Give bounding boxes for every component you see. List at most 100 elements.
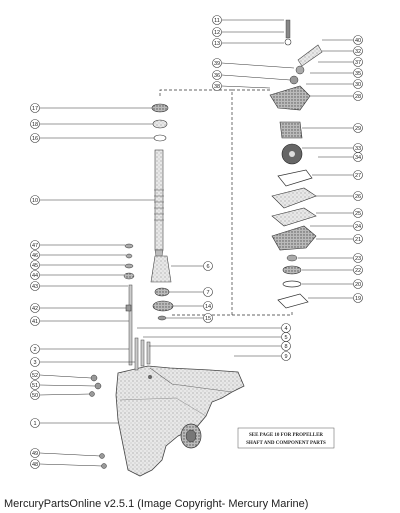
svg-text:24: 24	[355, 224, 361, 230]
svg-text:27: 27	[355, 173, 361, 179]
callout-15[interactable]: 15	[166, 313, 213, 323]
callout-23[interactable]: 23	[298, 253, 363, 263]
svg-text:10: 10	[32, 198, 38, 204]
callout-22[interactable]: 22	[302, 265, 363, 275]
callout-37[interactable]: 37	[318, 57, 363, 67]
svg-text:14: 14	[205, 304, 211, 310]
callout-36[interactable]: 36	[212, 70, 291, 81]
svg-text:6: 6	[206, 264, 209, 270]
svg-text:19: 19	[355, 296, 361, 302]
callout-2[interactable]: 2	[30, 344, 130, 354]
svg-text:44: 44	[32, 273, 38, 279]
svg-text:49: 49	[32, 451, 38, 457]
callout-46[interactable]: 46	[30, 250, 127, 260]
drive-shaft	[154, 149, 164, 263]
insert-29	[279, 121, 303, 139]
callout-47[interactable]: 47	[30, 240, 126, 250]
svg-text:52: 52	[32, 373, 38, 379]
callout-27[interactable]: 27	[312, 170, 363, 180]
svg-text:45: 45	[32, 263, 38, 269]
callout-18[interactable]: 18	[30, 119, 154, 129]
svg-text:18: 18	[32, 122, 38, 128]
note-line-1: SEE PAGE 10 FOR PROPELLER	[249, 433, 323, 438]
svg-text:46: 46	[32, 253, 38, 259]
callout-44[interactable]: 44	[30, 270, 125, 280]
callout-21[interactable]: 21	[316, 234, 363, 244]
svg-text:26: 26	[355, 194, 361, 200]
washer-16	[153, 134, 167, 142]
svg-text:16: 16	[32, 136, 38, 142]
callout-14[interactable]: 14	[173, 301, 213, 311]
svg-text:29: 29	[355, 126, 361, 132]
callout-34[interactable]: 34	[318, 152, 363, 162]
plugs-48-52	[89, 374, 107, 469]
small-hardware-42-47	[123, 243, 135, 312]
svg-text:43: 43	[32, 284, 38, 290]
svg-text:34: 34	[355, 155, 361, 161]
svg-text:48: 48	[32, 462, 38, 468]
callout-33[interactable]: 33	[302, 143, 363, 153]
callout-25[interactable]: 25	[316, 208, 363, 218]
callout-8[interactable]: 8	[149, 341, 291, 351]
callout-11[interactable]: 11	[212, 15, 285, 25]
svg-text:39: 39	[214, 61, 220, 67]
callout-19[interactable]: 19	[308, 293, 363, 303]
svg-text:4: 4	[284, 326, 287, 332]
callout-52[interactable]: 52	[30, 370, 92, 380]
gasket-27	[277, 169, 313, 187]
nut-15	[157, 315, 167, 321]
callout-9[interactable]: 9	[234, 351, 291, 361]
pump-base-21	[271, 225, 317, 251]
svg-text:50: 50	[32, 393, 38, 399]
callout-30[interactable]: 30	[306, 79, 363, 89]
svg-text:37: 37	[355, 60, 361, 66]
svg-text:51: 51	[32, 383, 38, 389]
callout-3[interactable]: 3	[30, 357, 136, 367]
pump-cover-28	[269, 85, 311, 111]
svg-text:7: 7	[206, 290, 209, 296]
callout-45[interactable]: 45	[30, 260, 126, 270]
svg-text:1: 1	[33, 421, 36, 427]
svg-text:22: 22	[355, 268, 361, 274]
callout-17[interactable]: 17	[30, 103, 153, 113]
callout-40[interactable]: 40	[322, 35, 363, 45]
seal-23	[286, 254, 298, 262]
oring-22	[282, 265, 302, 275]
svg-text:36: 36	[214, 73, 220, 79]
callout-4[interactable]: 4	[137, 323, 291, 333]
callout-16[interactable]: 16	[30, 133, 155, 143]
callout-43[interactable]: 43	[30, 281, 129, 291]
callout-12[interactable]: 12	[212, 27, 285, 37]
callout-39[interactable]: 39	[212, 58, 295, 69]
callout-35[interactable]: 35	[310, 68, 363, 78]
callout-26[interactable]: 26	[316, 191, 363, 201]
svg-text:3: 3	[33, 360, 36, 366]
callout-28[interactable]: 28	[310, 91, 363, 101]
svg-text:47: 47	[32, 243, 38, 249]
callout-5[interactable]: 5	[143, 332, 291, 342]
callout-51[interactable]: 51	[30, 380, 96, 390]
callout-38[interactable]: 38	[212, 81, 271, 91]
svg-text:35: 35	[355, 71, 361, 77]
callout-13[interactable]: 13	[212, 38, 285, 48]
callout-41[interactable]: 41	[30, 316, 130, 326]
svg-text:30: 30	[355, 82, 361, 88]
callout-20[interactable]: 20	[302, 279, 363, 289]
callout-10[interactable]: 10	[30, 195, 156, 205]
svg-text:15: 15	[205, 316, 211, 322]
callout-29[interactable]: 29	[302, 123, 363, 133]
callout-1[interactable]: 1	[30, 418, 119, 428]
svg-text:25: 25	[355, 211, 361, 217]
svg-text:38: 38	[214, 84, 220, 90]
note-line-2: SHAFT AND COMPONENT PARTS	[246, 441, 326, 446]
callout-49[interactable]: 49	[30, 448, 101, 458]
callout-7[interactable]: 7	[169, 287, 213, 297]
callout-42[interactable]: 42	[30, 303, 127, 313]
callout-6[interactable]: 6	[171, 261, 213, 271]
callout-50[interactable]: 50	[30, 390, 91, 400]
callout-32[interactable]: 32	[322, 46, 363, 56]
callout-24[interactable]: 24	[310, 221, 363, 231]
callout-48[interactable]: 48	[30, 459, 103, 469]
shift-shaft-41	[128, 284, 133, 366]
bearing-17	[151, 103, 169, 113]
